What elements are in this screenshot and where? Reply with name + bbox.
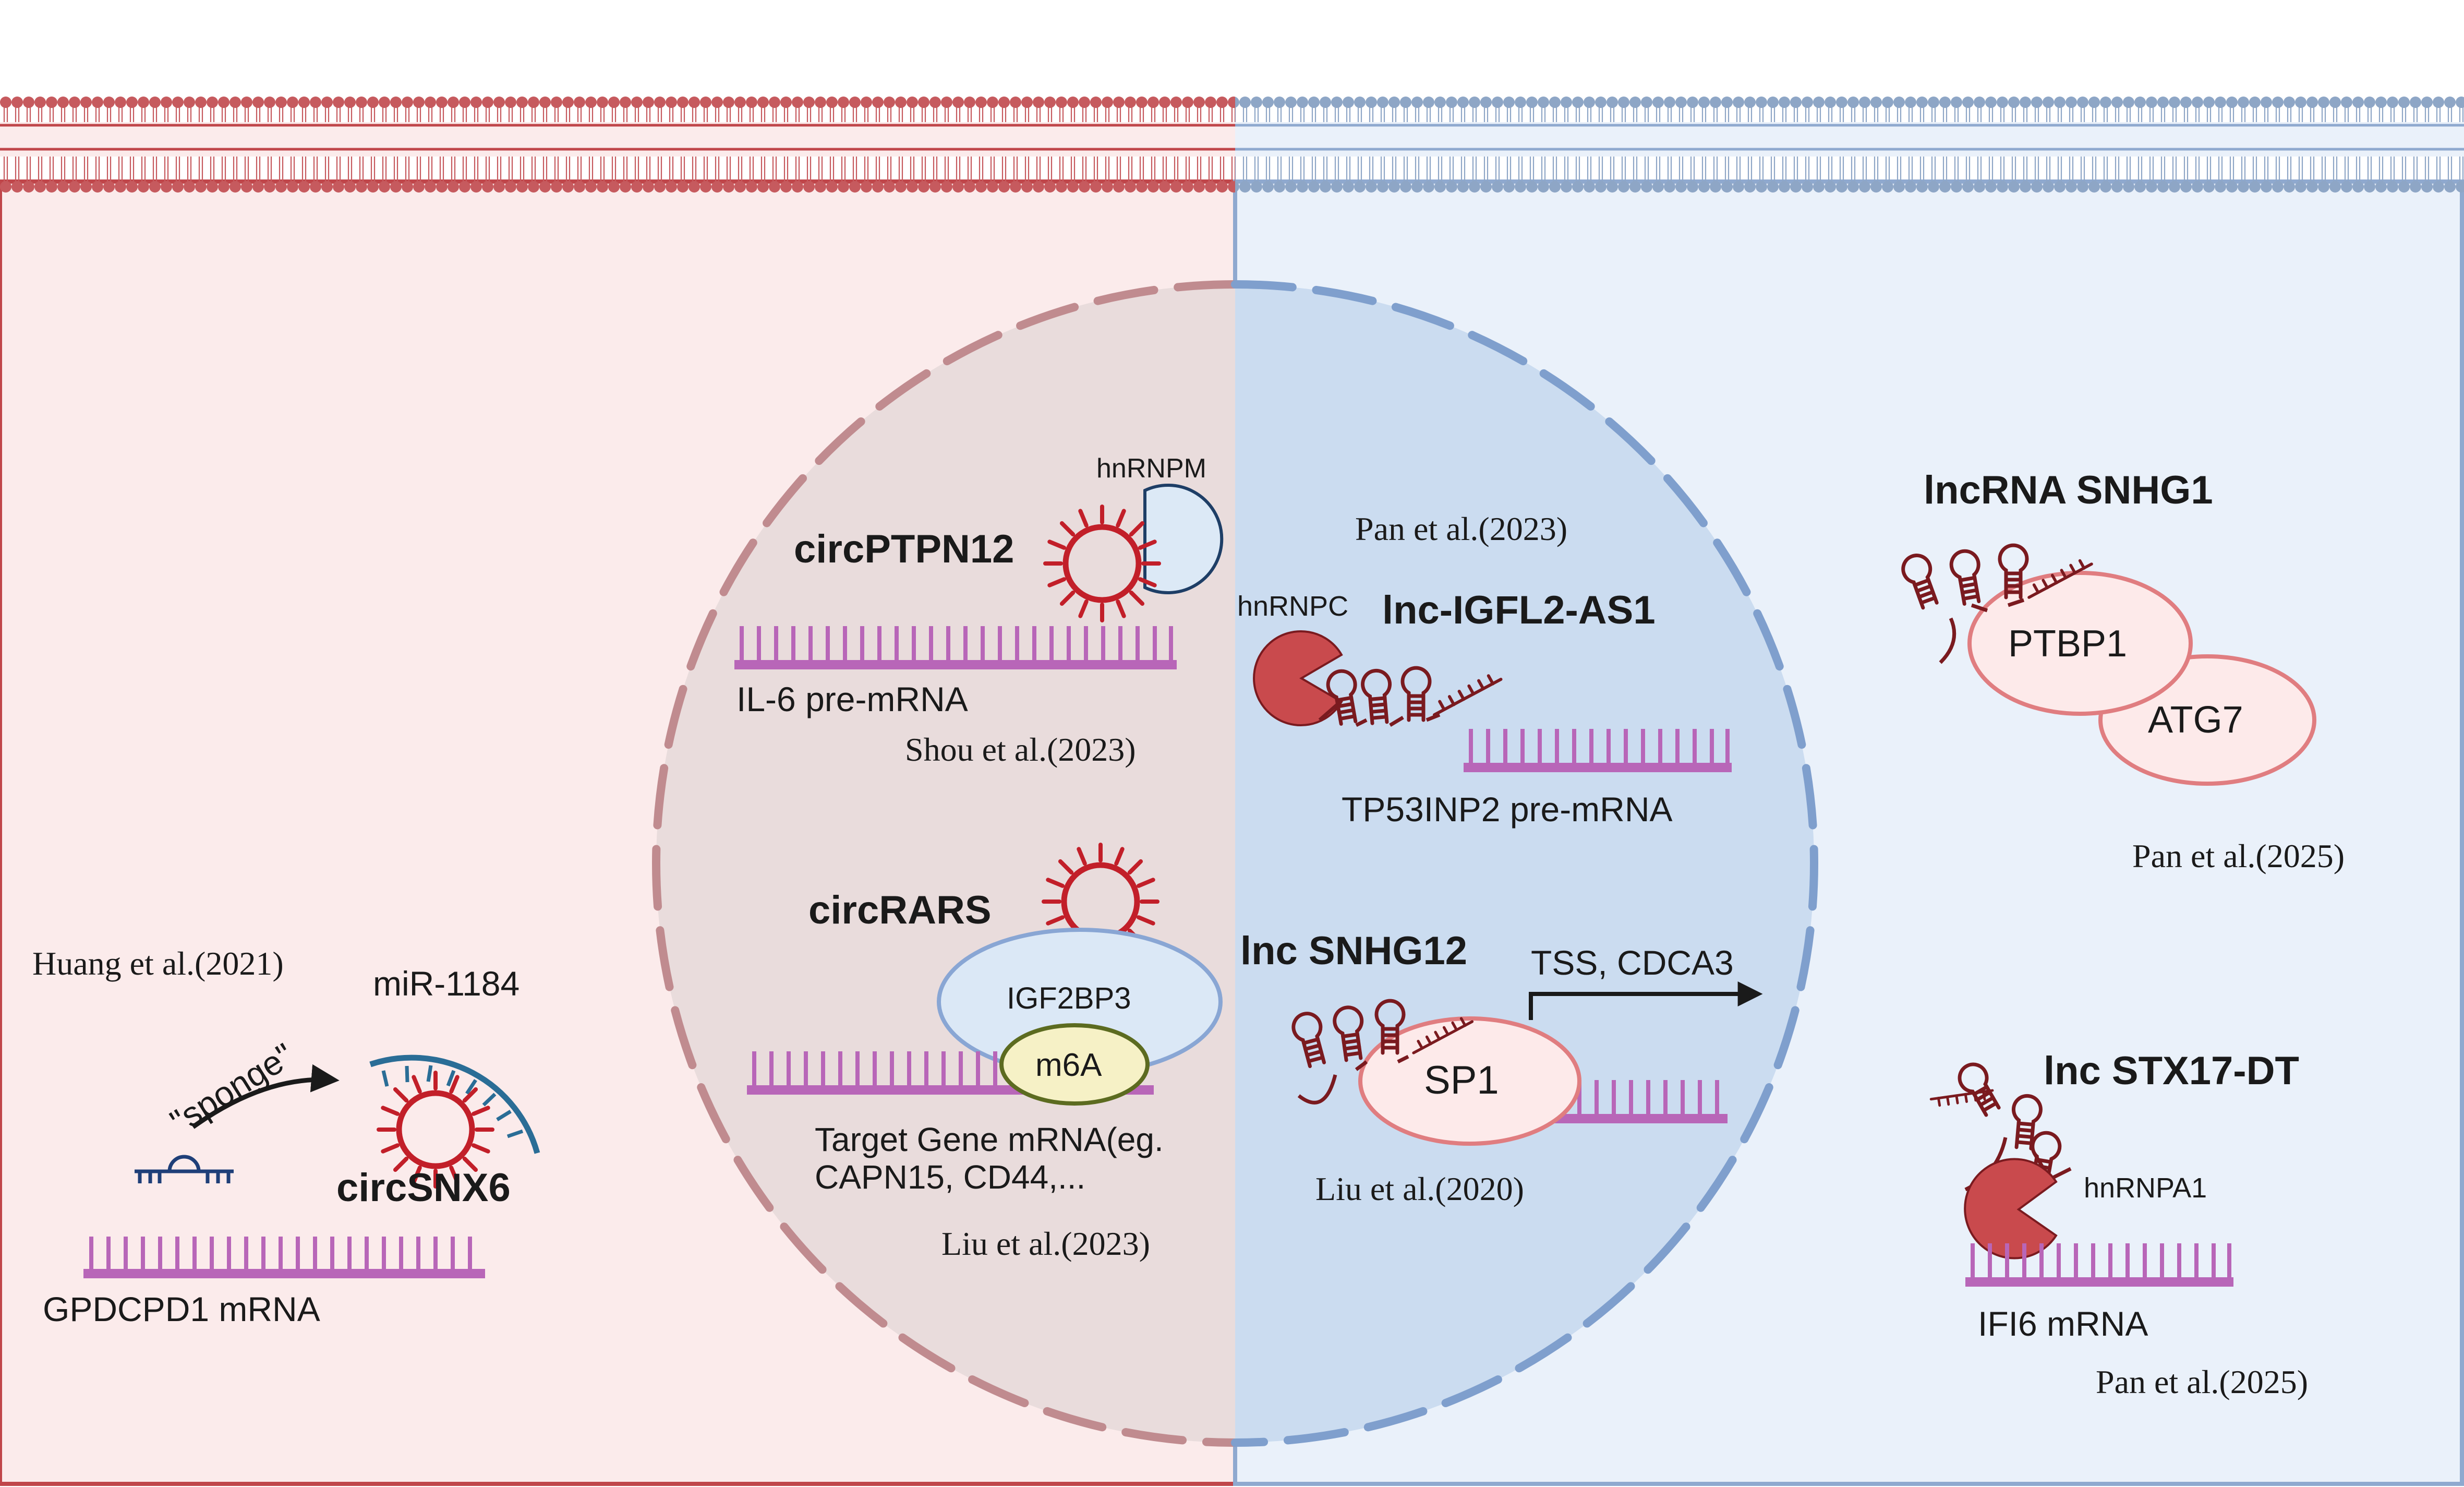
sponge-arrow-icon xyxy=(191,1064,340,1129)
pacman-protein-icon xyxy=(1253,630,1343,726)
gpdcpd1-mrna-label: GPDCPD1 mRNA xyxy=(43,1290,320,1328)
hnrnpm-label: hnRNPM xyxy=(1096,453,1206,484)
ifi6-mrna-label: IFI6 mRNA xyxy=(1978,1304,2148,1343)
igf2bp3-label: IGF2BP3 xyxy=(1007,981,1131,1015)
atg7-label: ATG7 xyxy=(2148,699,2243,741)
lnc-snhg12-label: lnc SNHG12 xyxy=(1240,929,1467,973)
circsnx6-label: circSNX6 xyxy=(336,1166,511,1210)
mirna-fragment-icon xyxy=(135,1155,234,1183)
citation-shou-2023: Shou et al.(2023) xyxy=(905,731,1136,768)
circrars-label: circRARS xyxy=(808,888,992,932)
mirna-label: miR-1184 xyxy=(373,964,520,1003)
il6-pre-mrna-label: IL-6 pre-mRNA xyxy=(736,680,968,718)
mrna-strand-icon xyxy=(1464,729,1732,772)
citation-huang-2021: Huang et al.(2021) xyxy=(32,945,284,982)
sp1-label: SP1 xyxy=(1424,1058,1499,1102)
ptbp1-label: PTBP1 xyxy=(2008,623,2127,665)
liu-2020-mechanism: lnc SNHG12 TSS, CDCA3 SP1 Liu et al.(202… xyxy=(1240,929,1763,1207)
liu-2023-mechanism: circRARS IGF2BP3 m6A Target Gene mRNA(eg… xyxy=(747,845,1223,1262)
lncrna-snhg1-label: lncRNA SNHG1 xyxy=(1924,468,2213,512)
ptbp1-protein xyxy=(1967,571,2193,716)
tp53inp2-pre-mrna-label: TP53INP2 pre-mRNA xyxy=(1342,790,1673,829)
pan-2025-snhg1-mechanism: lncRNA SNHG1 ATG7 PTBP1 Pan et al.(2025) xyxy=(1899,468,2345,874)
circptpn12-label: circPTPN12 xyxy=(794,527,1014,571)
pan-2025-stx17-mechanism: lnc STX17-DT hnRNPA1 IFI6 mRNA P xyxy=(1930,1049,2308,1400)
hairpin-rna-icon xyxy=(1318,668,1501,727)
tss-cdca3-label: TSS, CDCA3 xyxy=(1531,943,1734,982)
sp1-protein xyxy=(1358,1016,1581,1146)
citation-liu-2023: Liu et al.(2023) xyxy=(941,1225,1150,1262)
mrna-strand-icon xyxy=(1965,1243,2233,1287)
nuclear-envelope-left xyxy=(652,280,1239,1447)
hnrnpm-protein-icon xyxy=(1143,484,1224,594)
nucleus-right-half xyxy=(1235,284,1814,1443)
citation-pan-2025-stx17: Pan et al.(2025) xyxy=(2096,1363,2308,1400)
hairpin-rna-icon xyxy=(1290,1001,1472,1105)
lnc-igfl2-as1-label: lnc-IGFL2-AS1 xyxy=(1382,588,1656,632)
citation-liu-2020: Liu et al.(2020) xyxy=(1315,1170,1524,1207)
shou-2023-mechanism: hnRNPM circPTPN12 IL-6 pre-mRNA Sh xyxy=(734,453,1224,768)
citation-pan-2023: Pan et al.(2023) xyxy=(1355,510,1567,547)
nuclear-envelope-right xyxy=(1231,280,1818,1447)
mrna-strand-icon xyxy=(83,1237,485,1278)
target-gene-line2: CAPN15, CD44,... xyxy=(815,1158,1085,1196)
lnc-stx17-dt-label: lnc STX17-DT xyxy=(2044,1049,2299,1093)
nucleus-left-half xyxy=(656,284,1235,1443)
mirna-1184-icon xyxy=(369,1054,540,1154)
lipid-bilayer-icon xyxy=(0,90,2464,196)
m6a-label: m6A xyxy=(1035,1047,1102,1083)
m6a-modification xyxy=(999,1023,1150,1106)
mrna-strand-icon xyxy=(734,626,1177,669)
pan-2023-mechanism: Pan et al.(2023) hnRNPC lnc-IGFL2-AS1 xyxy=(1237,510,1732,829)
hnrnpc-label: hnRNPC xyxy=(1237,591,1348,622)
citation-pan-2025-snhg1: Pan et al.(2025) xyxy=(2132,837,2345,874)
arrow-icon xyxy=(1529,981,1763,1020)
target-gene-line1: Target Gene mRNA(eg. xyxy=(815,1121,1164,1158)
hairpin-rna-icon xyxy=(1899,545,2092,664)
hnrnpa1-label: hnRNPA1 xyxy=(2084,1172,2207,1204)
pacman-protein-icon xyxy=(1964,1158,2058,1260)
